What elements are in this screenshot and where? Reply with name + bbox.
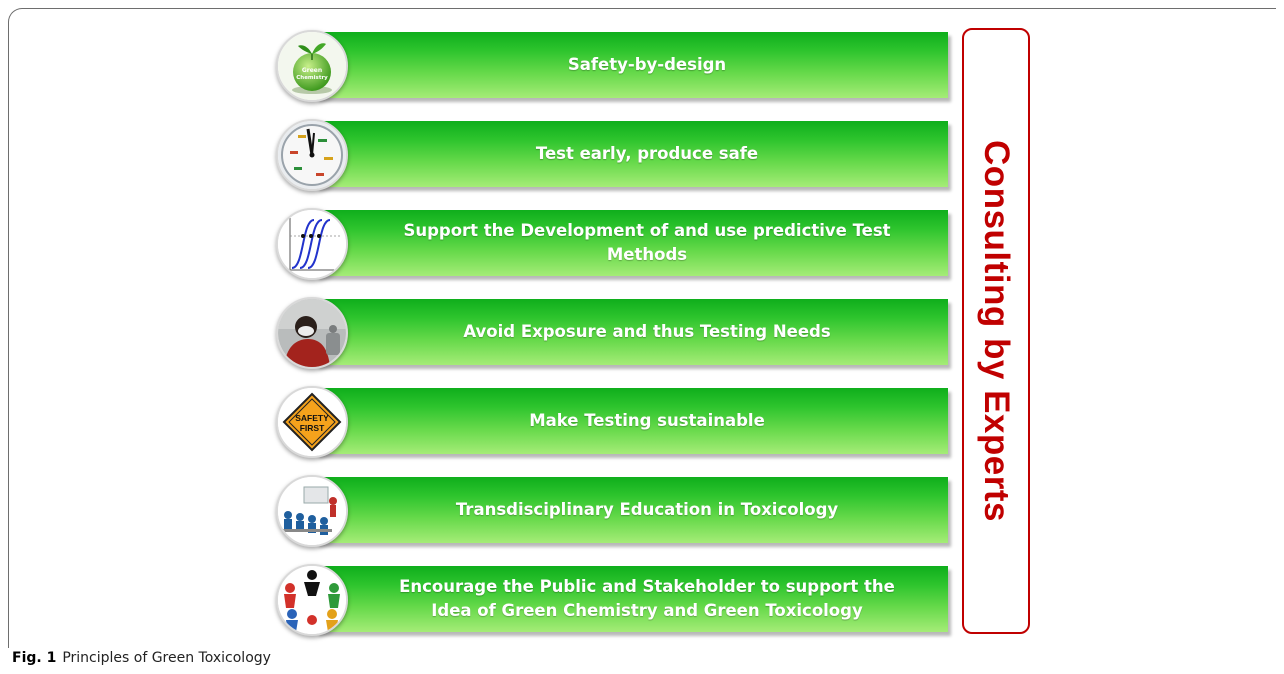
principle-row-avoid-exposure: Avoid Exposure and thus Testing Needs <box>276 297 950 369</box>
figure-frame <box>8 8 1276 648</box>
smog-mask-person-icon <box>276 297 348 369</box>
principle-bar: Transdisciplinary Education in Toxicolog… <box>316 477 948 543</box>
globe-text-line-2: Chemistry <box>296 75 328 81</box>
safety-first-sign-icon: SAFETY FIRST <box>276 386 348 458</box>
globe-text-line-1: Green <box>302 67 322 74</box>
principle-row-test-early: Test early, produce safe <box>276 119 950 191</box>
principle-label: Support the Development of and use predi… <box>403 221 891 264</box>
figure-caption-text: Principles of Green Toxicology <box>62 650 271 666</box>
figure-caption-label: Fig. 1 <box>12 650 57 666</box>
principle-label: Test early, produce safe <box>535 144 759 163</box>
clock-icon <box>276 119 348 191</box>
principle-label: Safety-by-design <box>567 55 727 74</box>
principle-bar: Make Testing sustainable <box>316 388 948 454</box>
principle-row-education: Transdisciplinary Education in Toxicolog… <box>276 475 950 547</box>
safety-text-line-1: SAFETY <box>295 413 329 423</box>
principle-row-safety-by-design: Green Chemistry Safety-by-design <box>276 30 950 102</box>
principle-bar: Safety-by-design <box>316 32 948 98</box>
figure-caption: Fig. 1 Principles of Green Toxicology <box>12 650 271 666</box>
dose-response-curves-icon <box>276 208 348 280</box>
principle-label: Transdisciplinary Education in Toxicolog… <box>455 500 839 519</box>
green-chemistry-globe-icon: Green Chemistry <box>276 30 348 102</box>
principle-bar: Avoid Exposure and thus Testing Needs <box>316 299 948 365</box>
principle-row-predictive-methods: Support the Development of and use predi… <box>276 208 950 280</box>
classroom-icon <box>276 475 348 547</box>
safety-text-line-2: FIRST <box>300 423 325 433</box>
principle-bar: Encourage the Public and Stakeholder to … <box>316 566 948 632</box>
people-circle-icon <box>276 564 348 636</box>
principle-label: Make Testing sustainable <box>529 411 765 430</box>
principle-row-sustainable-testing: SAFETY FIRST Make Testing sustainable <box>276 386 950 458</box>
side-label: Consulting by Experts <box>977 140 1016 522</box>
principle-label: Avoid Exposure and thus Testing Needs <box>463 322 831 341</box>
principle-row-public-engagement: Encourage the Public and Stakeholder to … <box>276 564 950 636</box>
principle-label: Encourage the Public and Stakeholder to … <box>399 577 895 620</box>
principle-bar: Support the Development of and use predi… <box>316 210 948 276</box>
consulting-by-experts-panel: Consulting by Experts <box>962 28 1030 634</box>
principle-bar: Test early, produce safe <box>316 121 948 187</box>
